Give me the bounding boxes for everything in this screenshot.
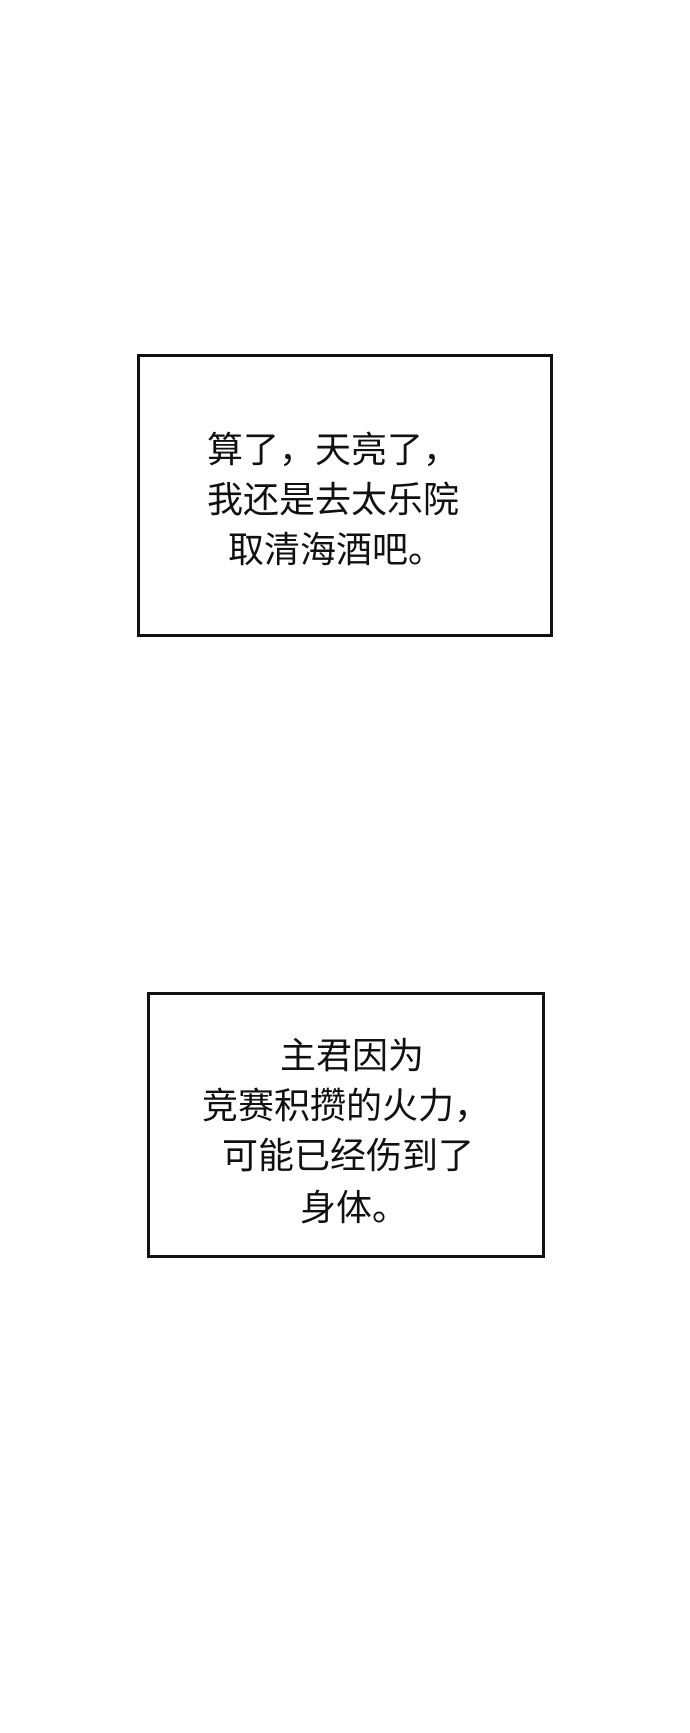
caption-line: 主君因为 (280, 1036, 425, 1077)
caption-box-2: 主君因为 竞赛积攒的火力， 可能已经伤到了 身体。 (147, 992, 545, 1258)
caption-box-1: 算了，天亮了， 我还是去太乐院 取清海酒吧。 (137, 354, 553, 637)
caption-line: 身体。 (300, 1188, 409, 1229)
caption-line: 我还是去太乐院 (207, 480, 460, 521)
caption-line: 可能已经伤到了 (222, 1136, 475, 1177)
caption-line: 算了，天亮了， (207, 430, 460, 471)
caption-line: 竞赛积攒的火力， (202, 1086, 491, 1127)
caption-line: 取清海酒吧。 (228, 530, 445, 571)
